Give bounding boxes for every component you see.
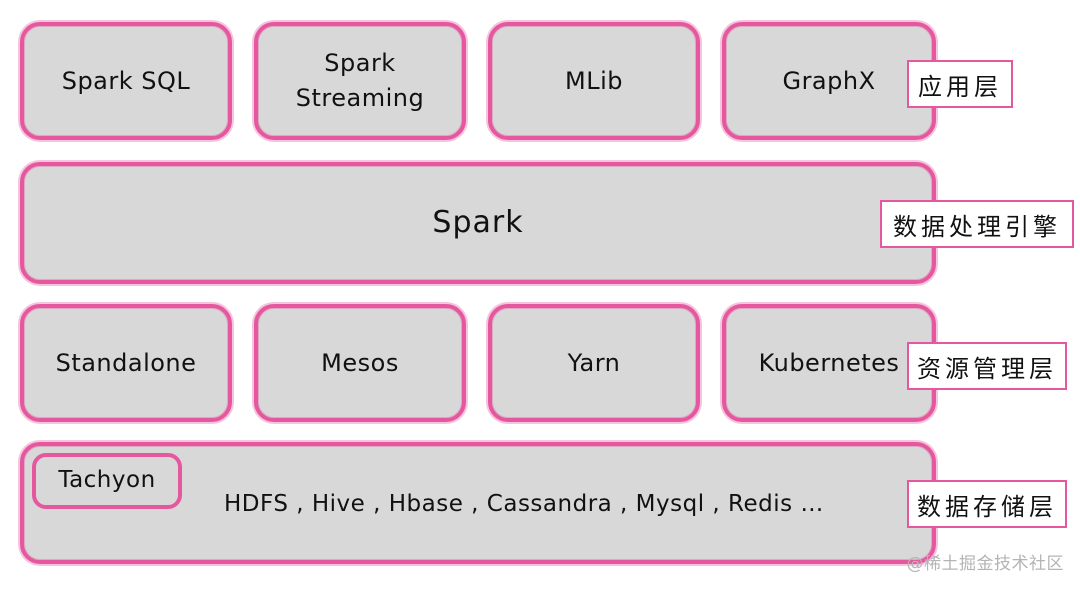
yarn-box: Yarn — [488, 304, 700, 422]
spark-sql-label: Spark SQL — [61, 66, 191, 95]
storage-box: Tachyon HDFS , Hive , Hbase , Cassandra … — [20, 442, 936, 564]
graphx-box: GraphX — [722, 22, 936, 140]
kubernetes-label: Kubernetes — [758, 348, 900, 377]
spark-streaming-label: Spark Streaming — [295, 49, 425, 112]
spark-engine-box: Spark — [20, 162, 936, 284]
standalone-box: Standalone — [20, 304, 232, 422]
kubernetes-box: Kubernetes — [722, 304, 936, 422]
standalone-label: Standalone — [55, 348, 197, 377]
mesos-label: Mesos — [321, 348, 399, 377]
application-layer-label: 应用层 — [907, 60, 1013, 108]
yarn-label: Yarn — [567, 348, 621, 377]
resource-layer-label: 资源管理层 — [907, 342, 1067, 390]
storage-systems-text: HDFS , Hive , Hbase , Cassandra , Mysql … — [224, 491, 824, 517]
tachyon-box: Tachyon — [32, 453, 182, 509]
engine-layer-label: 数据处理引擎 — [880, 200, 1074, 248]
mlib-label: MLib — [565, 66, 623, 95]
tachyon-label: Tachyon — [58, 467, 156, 494]
watermark: @稀土掘金技术社区 — [906, 554, 1064, 574]
spark-sql-box: Spark SQL — [20, 22, 232, 140]
mlib-box: MLib — [488, 22, 700, 140]
storage-layer-label: 数据存储层 — [907, 480, 1067, 528]
spark-streaming-box: Spark Streaming — [254, 22, 466, 140]
mesos-box: Mesos — [254, 304, 466, 422]
graphx-label: GraphX — [782, 66, 876, 95]
spark-engine-label: Spark — [432, 205, 524, 241]
